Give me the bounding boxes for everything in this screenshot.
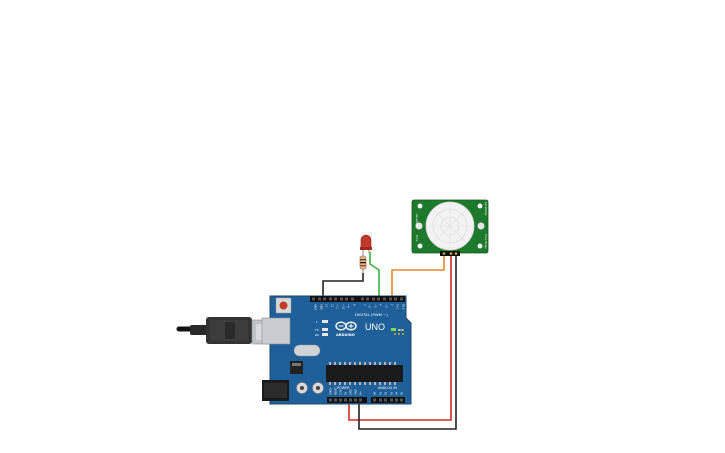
digital-pin-label: 7: [363, 304, 366, 306]
wires: [322, 252, 457, 430]
digital-pin-label: RX 0: [402, 304, 405, 310]
pir-pin-out[interactable]: [442, 252, 446, 255]
digital-pin-label: ~3: [385, 304, 388, 308]
analog-pin-label: A2: [385, 391, 388, 395]
mounting-hole: [417, 243, 423, 249]
analog-pin-label: A3: [391, 391, 394, 395]
analog-header: [371, 397, 405, 403]
label-rx: RX: [315, 333, 319, 337]
power-header-label: POWER: [337, 386, 350, 390]
led-l: [322, 320, 328, 323]
wire-pir-signal[interactable]: [391, 254, 445, 298]
mounting-hole: [477, 243, 483, 249]
voltage-regulator: [290, 361, 303, 374]
power-pin-label: GND: [350, 389, 353, 395]
digital-header-pins[interactable]: [312, 297, 403, 301]
crystal: [293, 344, 321, 357]
pot-sensitivity[interactable]: [415, 222, 423, 230]
digital-pin-label: ~6: [368, 304, 371, 308]
pir-right-label-2: Time Delay: [484, 234, 488, 249]
chip-pins: [329, 362, 396, 385]
digital-pin-label: 12: [331, 304, 334, 308]
brand-label: ARDUINO: [336, 333, 355, 337]
led-tx: [322, 328, 328, 331]
pir-left-label-1: Sensitivity: [415, 214, 419, 228]
power-pin-label: Vin: [360, 391, 363, 395]
analog-pin-label: A5: [401, 391, 404, 395]
analog-header-label: ANALOG IN: [378, 386, 397, 390]
led-component[interactable]: [359, 234, 372, 273]
digital-pin-label: GND: [320, 304, 323, 310]
pir-pin-vcc[interactable]: [449, 252, 453, 255]
pir-right-label-1: Sensitivity: [484, 202, 488, 216]
digital-pin-label: ~11: [336, 304, 339, 310]
wire-led-signal[interactable]: [369, 252, 380, 298]
analog-pin-label: A1: [380, 391, 383, 395]
mounting-hole: [417, 203, 423, 209]
digital-pin-label: TX 1: [396, 304, 399, 310]
digital-pin-label: 8: [353, 304, 356, 306]
digital-pin-label: AREF: [314, 304, 317, 311]
digital-header-label: DIGITAL (PWM ~): [355, 312, 388, 317]
led-on: [391, 328, 396, 331]
model-label: UNO: [365, 322, 385, 332]
led-rx: [322, 333, 328, 336]
label-on: ON: [398, 328, 403, 332]
digital-pin-label: ~10: [342, 304, 345, 310]
led-bulb[interactable]: [360, 234, 372, 250]
digital-pin-label: 2: [391, 304, 394, 306]
analog-pin-label: A0: [374, 391, 377, 395]
digital-pin-label: 13: [325, 304, 328, 308]
digital-pin-label: ~5: [374, 304, 377, 308]
pir-sensor[interactable]: Sensitivity Time Sensitivity Time Delay: [411, 199, 489, 256]
pir-pin-gnd[interactable]: [454, 252, 458, 255]
wire-led-ground[interactable]: [322, 273, 364, 298]
power-pin-label: 3.3V: [340, 389, 343, 395]
arduino-logo: [335, 321, 357, 331]
power-pin-label: RESET: [335, 387, 338, 395]
mounting-hole: [477, 203, 483, 209]
digital-pin-label: ~9: [347, 304, 350, 308]
power-header-pins[interactable]: [329, 398, 403, 402]
power-pin-label: IOREF: [330, 387, 333, 395]
atmega-chip: [326, 365, 403, 382]
power-pin-label: 5V: [345, 391, 348, 395]
wire-pir-power[interactable]: [348, 256, 452, 421]
pir-left-label-2: Time: [415, 235, 419, 242]
usb-jack: [261, 317, 291, 345]
label-tx: TX: [314, 328, 319, 332]
power-pin-label: GND: [355, 389, 358, 395]
wire-pir-ground[interactable]: [358, 256, 457, 430]
analog-pin-label: A4: [396, 391, 399, 395]
pot-time[interactable]: [477, 222, 485, 230]
digital-header: [310, 296, 405, 302]
label-l: L: [316, 320, 318, 324]
digital-pin-label: 4: [379, 304, 382, 306]
